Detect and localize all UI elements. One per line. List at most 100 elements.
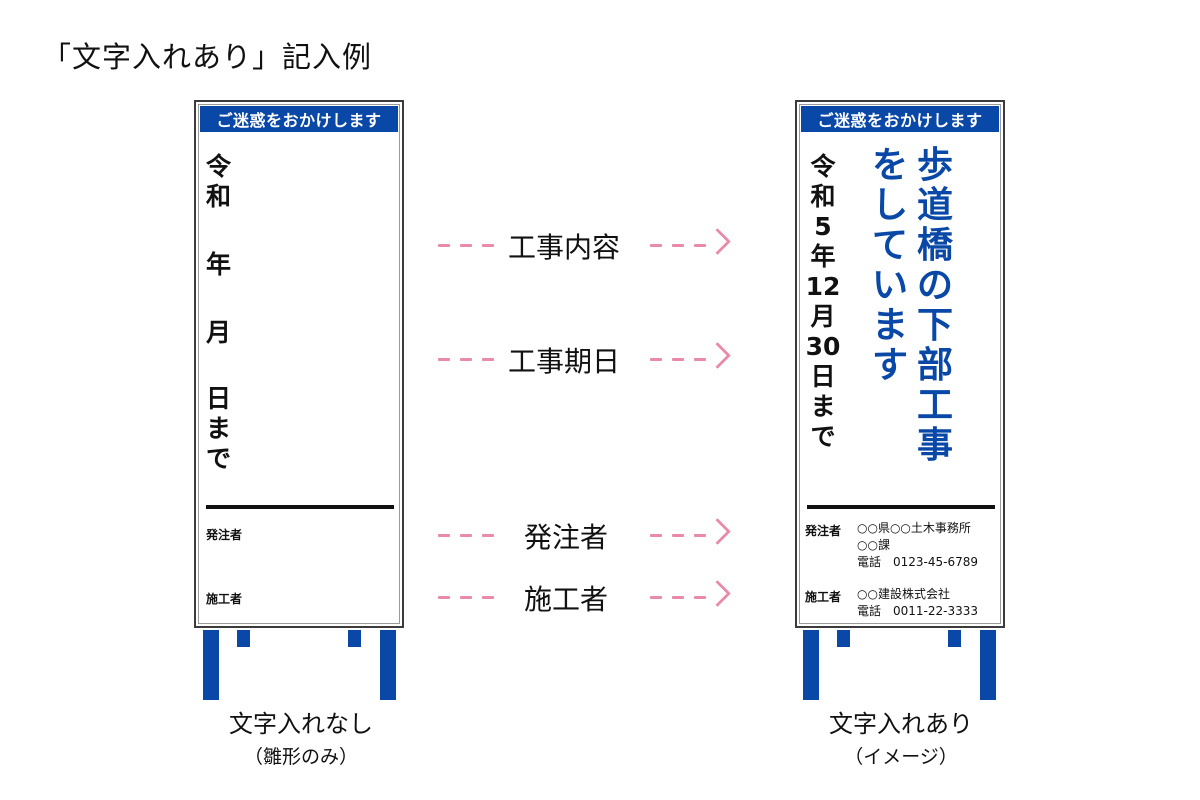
work-char: を [872,145,909,186]
work-char: ま [872,305,909,346]
sign-leg [803,630,819,700]
dash [482,244,494,247]
date-char: 30 [805,332,841,361]
caption-with-text-sub: （イメージ） [844,746,958,768]
blank-sign-board: ご迷惑をおかけします 令 和 年 月 日 ま で 発注者 施工者 [194,100,404,628]
dash [438,358,450,361]
dash [438,596,450,599]
dash [482,596,494,599]
dash [672,244,684,247]
date-char: ま [810,392,836,421]
page-title: 「文字入れあり」記入例 [42,40,373,74]
work-char: 道 [917,185,954,226]
arrow-right-icon [704,518,731,545]
work-content-column-1: 歩 道 橋 の 下 部 工 事 [917,146,953,466]
date-char: で [810,422,836,451]
dash [460,358,472,361]
dash [672,534,684,537]
orderer-office: ○○県○○土木事務所 [857,521,971,535]
orderer-phone: 電話 0123-45-6789 [857,555,979,569]
dash [650,596,662,599]
orderer-details: ○○県○○土木事務所 ○○課 電話 0123-45-6789 [857,520,978,571]
dash [694,596,706,599]
work-char: 歩 [917,145,954,186]
dash [672,596,684,599]
orderer-section: ○○課 [857,538,890,552]
label-work-period: 工事期日 [504,340,625,380]
orderer-label: 発注者 [206,528,243,542]
date-vertical-template: 令 和 年 月 日 ま で [206,154,231,476]
contractor-details: ○○建設株式会社 電話 0011-22-3333 [857,586,978,620]
dash [694,244,706,247]
caption-without-text: 文字入れなし [229,710,373,738]
date-char: 12 [805,272,841,301]
date-char: 令 [206,152,232,181]
sign-header: ご迷惑をおかけします [200,106,398,132]
sign-divider [206,505,394,509]
arrow-row-orderer: 発注者 [438,516,738,556]
sign-leg [380,630,396,700]
sign-leg-foot [237,630,250,647]
arrow-row-work-period: 工事期日 [438,340,738,380]
dash [650,358,662,361]
dash [650,244,662,247]
contractor-phone: 電話 0011-22-3333 [857,604,979,618]
dash [438,534,450,537]
sign-leg-foot [948,630,961,647]
date-char: ま [206,414,232,443]
work-char: 下 [917,305,954,346]
sign-divider [807,505,995,509]
date-char: 令 [810,152,836,181]
work-char: い [872,265,909,306]
dash [460,596,472,599]
label-contractor: 施工者 [520,578,613,618]
label-work-content: 工事内容 [504,226,625,266]
date-vertical: 令 和 5 年 12 月 30 日 ま で [805,152,841,454]
arrow-row-work-content: 工事内容 [438,226,738,266]
dash [482,534,494,537]
date-char: 和 [206,182,232,211]
arrow-right-icon [704,342,731,369]
work-char: し [872,185,909,226]
dash [694,358,706,361]
dash [650,534,662,537]
date-char: で [206,444,232,473]
label-orderer: 発注者 [520,516,613,556]
work-char: 事 [917,425,954,466]
date-char: 日 [206,384,232,413]
work-char: の [917,265,954,306]
arrow-right-icon [704,228,731,255]
arrow-row-contractor: 施工者 [438,578,738,618]
work-char: て [872,225,909,266]
dash [460,244,472,247]
work-char: 部 [917,345,954,386]
dash [482,358,494,361]
sign-leg-foot [837,630,850,647]
work-char: す [872,345,909,386]
sign-header: ご迷惑をおかけします [801,106,999,132]
sign-leg [203,630,219,700]
date-char: 5 [814,212,832,241]
contractor-label: 施工者 [206,592,243,606]
contractor-company: ○○建設株式会社 [857,587,950,601]
work-content-column-2: を し て い ま す [872,146,908,386]
contractor-label: 施工者 [805,590,842,604]
sign-leg [980,630,996,700]
date-char: 月 [206,318,232,347]
date-char: 和 [810,182,836,211]
date-char: 年 [206,250,232,279]
work-char: 工 [917,385,954,426]
date-char: 年 [810,242,836,271]
dash [672,358,684,361]
orderer-label: 発注者 [805,524,842,538]
dash [694,534,706,537]
date-char: 月 [810,302,836,331]
caption-with-text: 文字入れあり [829,710,973,738]
sign-leg-foot [348,630,361,647]
date-char: 日 [810,362,836,391]
work-char: 橋 [917,225,954,266]
caption-without-text-sub: （雛形のみ） [243,746,358,768]
arrow-right-icon [704,580,731,607]
dash [460,534,472,537]
dash [438,244,450,247]
